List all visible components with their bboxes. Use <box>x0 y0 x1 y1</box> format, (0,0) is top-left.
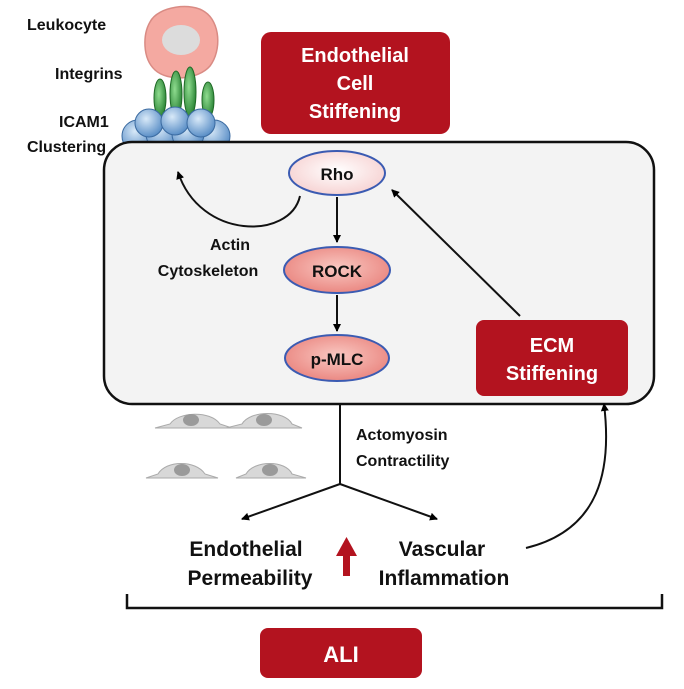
up-arrow-icon <box>336 537 357 576</box>
permeability-label-line1: Endothelial <box>189 538 302 561</box>
stiffening-line3: Stiffening <box>309 101 401 123</box>
actomyosin-label-line1: Actomyosin <box>356 427 448 444</box>
ali-label: ALI <box>323 642 358 667</box>
stiffening-line1: Endothelial <box>301 45 409 67</box>
leukocyte-label: Leukocyte <box>27 17 106 34</box>
permeability-label-line2: Permeability <box>188 567 313 590</box>
actomyosin-label-line2: Contractility <box>356 453 449 470</box>
ali-box: ALI <box>260 628 422 678</box>
actin-label-line1: Actin <box>210 237 250 254</box>
actin-label-line2: Cytoskeleton <box>158 263 258 280</box>
rho-node: Rho <box>288 150 386 196</box>
arrow-ecm-to-rho <box>391 189 521 317</box>
rho-label: Rho <box>320 165 353 184</box>
integrins-shape <box>153 66 215 119</box>
pmlc-node: p-MLC <box>284 334 390 382</box>
icam1-label-line2: Clustering <box>27 139 106 156</box>
inflammation-label-line2: Inflammation <box>379 567 510 590</box>
endothelial-cells-illustration <box>145 413 307 479</box>
pmlc-label: p-MLC <box>311 350 364 369</box>
outcome-bracket <box>125 594 664 610</box>
arrow-rho-to-icam1 <box>176 171 301 228</box>
endothelial-cell-stiffening-box: Endothelial Cell Stiffening <box>261 32 450 134</box>
stiffening-line2: Cell <box>337 73 374 95</box>
rock-label: ROCK <box>312 262 363 281</box>
ecm-line1: ECM <box>530 335 574 357</box>
icam1-label-line1: ICAM1 <box>59 114 109 131</box>
ecm-stiffening-box: ECM Stiffening <box>476 320 628 396</box>
arrow-to-permeability <box>241 483 341 521</box>
leukocyte-cell <box>144 5 219 79</box>
ecm-line2: Stiffening <box>506 363 598 385</box>
inflammation-label-line1: Vascular <box>399 538 485 561</box>
arrow-to-inflammation <box>339 483 438 521</box>
arrow-inflammation-to-ecm <box>525 403 609 549</box>
rock-node: ROCK <box>283 246 391 294</box>
integrins-label: Integrins <box>55 66 123 83</box>
